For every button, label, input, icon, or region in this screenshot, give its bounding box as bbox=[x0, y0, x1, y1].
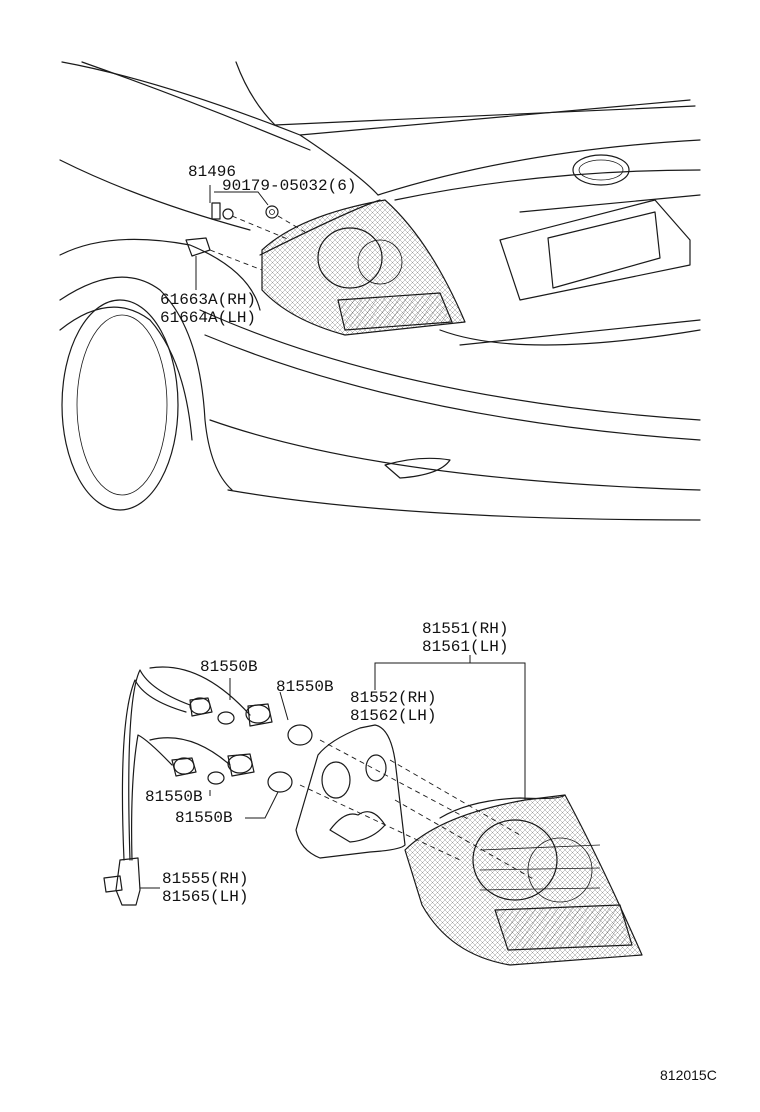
label-screw-90179: 90179-05032(6) bbox=[222, 177, 356, 195]
label-bulb-d: 81550B bbox=[175, 809, 233, 827]
diagram-code: 812015C bbox=[660, 1067, 717, 1083]
label-bulb-b: 81550B bbox=[276, 678, 334, 696]
exploded-lamp-illustration bbox=[103, 655, 643, 966]
screw-90179-part bbox=[265, 205, 279, 219]
clip-61663a-part bbox=[185, 237, 211, 257]
bulb-small-1 bbox=[217, 711, 235, 725]
bulb-large-2 bbox=[267, 771, 293, 793]
label-gasket-81552: 81552(RH) bbox=[350, 689, 436, 707]
bracket-81496-part bbox=[211, 202, 234, 220]
label-clip-61663a: 61663A(RH) bbox=[160, 291, 256, 309]
label-gasket-81562: 81562(LH) bbox=[350, 707, 436, 725]
socket-1 bbox=[189, 697, 213, 717]
socket-2 bbox=[245, 703, 273, 727]
socket-4 bbox=[227, 753, 255, 777]
bulb-large-1 bbox=[287, 724, 313, 746]
label-wire-81565: 81565(LH) bbox=[162, 888, 248, 906]
label-bulb-c: 81550B bbox=[145, 788, 203, 806]
socket-3 bbox=[171, 757, 197, 777]
label-lamp-81551: 81551(RH) bbox=[422, 620, 508, 638]
label-bulb-a: 81550B bbox=[200, 658, 258, 676]
label-bracket-81496: 81496 bbox=[188, 163, 236, 181]
tail-lamp-assembly-part bbox=[404, 794, 643, 966]
label-lamp-81561: 81561(LH) bbox=[422, 638, 508, 656]
label-clip-61664a: 61664A(LH) bbox=[160, 309, 256, 327]
gasket-part bbox=[295, 724, 406, 859]
label-wire-81555: 81555(RH) bbox=[162, 870, 248, 888]
bulb-small-2 bbox=[207, 771, 225, 785]
vehicle-rear-illustration bbox=[59, 61, 701, 521]
